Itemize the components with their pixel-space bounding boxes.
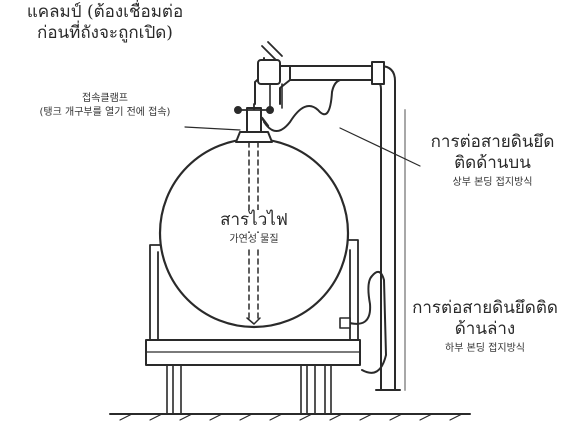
lower-bonding-label-th-line1: การต่อสายดินยึดติด <box>412 298 558 318</box>
upper-bonding-label-th-line2: ติดด้านบน <box>454 153 531 173</box>
upper-bonding-label-th-line1: การต่อสายดินยึด <box>430 132 555 152</box>
callout-leaders <box>184 126 421 167</box>
flammable-label: สารไวไฟ 가연성 물질 <box>196 210 312 247</box>
clamp-label-ko: 접속클램프 (탱크 개구부를 열기 전에 접속) <box>0 92 210 120</box>
upper-bonding-label: การต่อสายดินยึด ติดด้านบน 상부 본딩 접지방식 <box>415 132 570 190</box>
tank-base <box>145 339 361 366</box>
lower-bonding-wire <box>345 270 387 374</box>
clamp-label-th-line1: แคลมป์ (ต้องเชื่อมต่อ <box>26 2 184 22</box>
clamp-label-ko-line1: 접속클램프 <box>82 93 128 104</box>
lower-bonding-label-ko: 하부 본딩 접지방식 <box>445 343 525 354</box>
clamp-label-th-line2: ก่อนที่ถังจะถูกเปิด) <box>37 23 173 43</box>
dip-pipe <box>248 141 259 319</box>
upper-bonding-wire <box>263 79 341 132</box>
tank-top-fitting <box>234 103 274 143</box>
lower-bonding-label-th-line2: ด้านล่าง <box>454 319 516 339</box>
clamp-label-ko-line2: (탱크 개구부를 열기 전에 접속) <box>39 107 171 118</box>
tank-legs <box>166 364 332 415</box>
fill-pipe <box>254 41 401 391</box>
clamp-label: แคลมป์ (ต้องเชื่อมต่อ ก่อนที่ถังจะถูกเปิ… <box>0 2 210 44</box>
upper-bonding-label-ko: 상부 본딩 접지방식 <box>452 177 533 188</box>
flammable-label-ko: 가연성 물질 <box>196 233 312 247</box>
lower-bonding-label: การต่อสายดินยึดติด ด้านล่าง 하부 본딩 접지방식 <box>398 298 572 356</box>
flammable-label-th: สารไวไฟ <box>196 210 312 231</box>
ground <box>109 413 471 421</box>
